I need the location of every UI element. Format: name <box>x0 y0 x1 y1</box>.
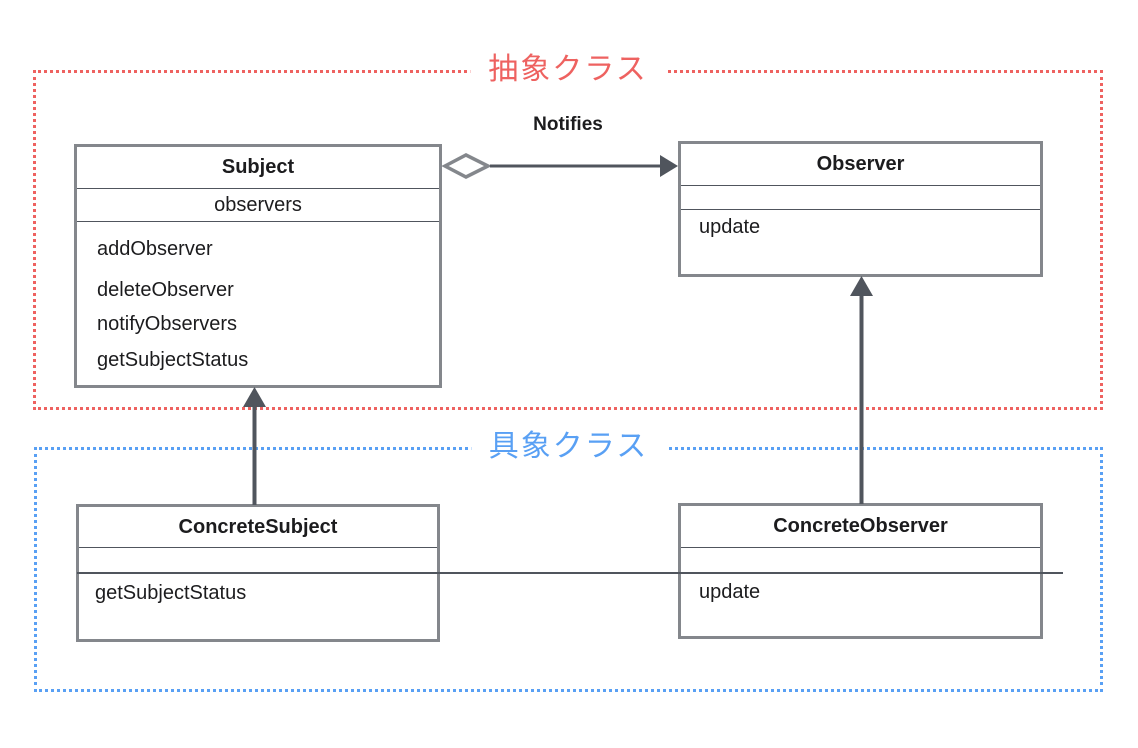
method-notify-observers: notifyObservers <box>97 313 238 335</box>
concrete-observer-to-observer-arrow <box>850 276 873 504</box>
abstract-group-label: 抽象クラス <box>470 50 666 90</box>
aggregation-diamond-icon <box>441 153 492 179</box>
concrete-subject-to-subject-arrow <box>243 387 266 505</box>
arrowhead-up-icon <box>243 387 266 407</box>
method-get-subject-status: getSubjectStatus <box>97 349 249 371</box>
class-title-concrete-observer: ConcreteObserver <box>681 506 1040 548</box>
notifies-label: Notifies <box>533 114 603 135</box>
method-delete-observer: deleteObserver <box>97 279 234 301</box>
class-methods-observer: update <box>681 210 1040 274</box>
class-methods-subject: addObserver deleteObserver notifyObserve… <box>77 222 439 385</box>
class-attributes-concrete-observer-empty <box>681 548 1040 573</box>
method-update-concrete: update <box>699 581 761 603</box>
method-update: update <box>699 216 761 238</box>
arrowhead-up-icon <box>850 276 873 296</box>
class-title-concrete-subject: ConcreteSubject <box>79 507 437 548</box>
class-attributes-concrete-subject-empty <box>79 548 437 573</box>
concrete-group-frame: 具象クラス <box>34 427 1103 692</box>
abstract-group-frame: 抽象クラス <box>33 50 1103 410</box>
class-box-concrete-observer: ConcreteObserver update <box>678 503 1043 639</box>
class-methods-concrete-subject: getSubjectStatus <box>79 573 437 639</box>
concrete-group-label: 具象クラス <box>470 427 667 467</box>
class-attribute-observers: observers <box>77 189 439 222</box>
class-box-observer: Observer update <box>678 141 1043 277</box>
notifies-aggregation-arrow <box>441 153 678 179</box>
class-box-subject: Subject observers addObserver deleteObse… <box>74 144 442 388</box>
class-title-observer: Observer <box>681 144 1040 186</box>
arrowhead-right-icon <box>660 155 678 177</box>
class-methods-concrete-observer: update <box>681 573 1040 636</box>
method-get-subject-status-concrete: getSubjectStatus <box>95 582 247 604</box>
method-add-observer: addObserver <box>97 238 213 260</box>
class-title-subject: Subject <box>77 147 439 189</box>
class-attributes-observer-empty <box>681 186 1040 210</box>
shared-divider-line <box>77 572 1063 574</box>
